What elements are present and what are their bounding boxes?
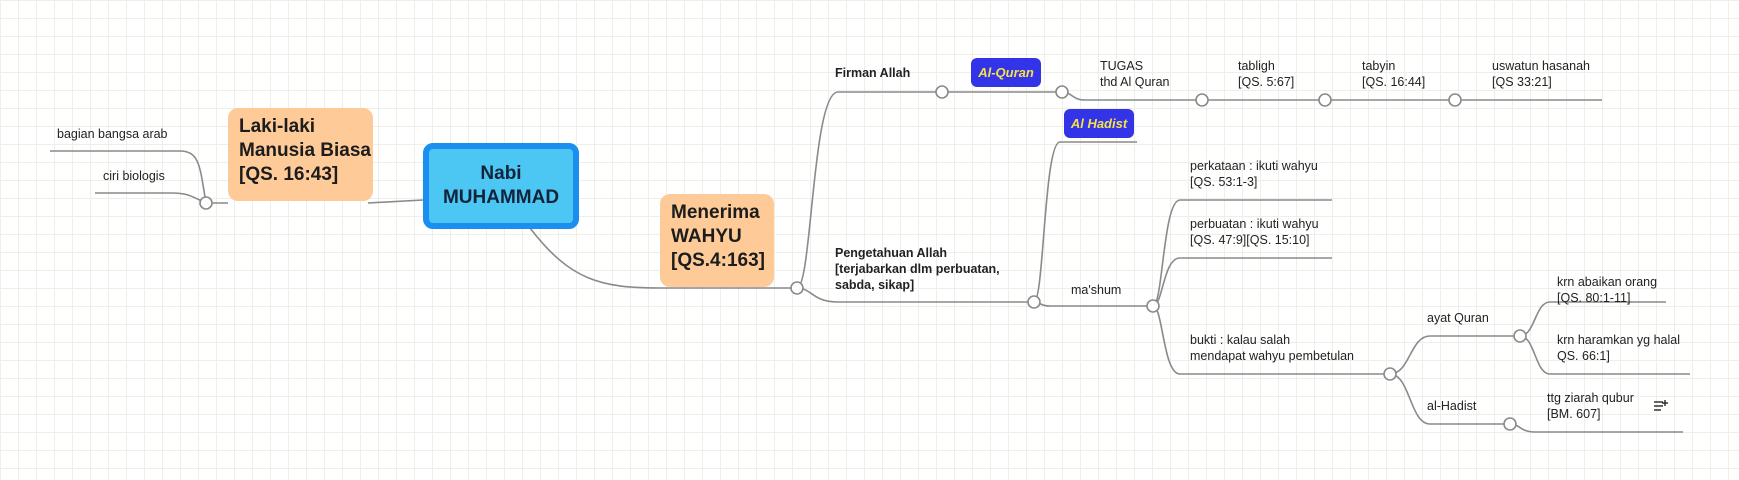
node-tabyin[interactable]: tabyin [QS. 16:44] — [1362, 59, 1426, 89]
node-firman-allah[interactable]: Firman Allah — [835, 66, 911, 80]
junction-pengetahuan — [1027, 295, 1041, 309]
junction-tugas — [1195, 93, 1209, 107]
junction-quran — [1055, 85, 1069, 99]
edge-ziarah — [1509, 423, 1683, 433]
node-tugas[interactable]: TUGAS thd Al Quran — [1100, 59, 1170, 89]
junction-firman — [935, 85, 949, 99]
junction-bukti — [1383, 367, 1397, 381]
edge-mashum — [1033, 301, 1153, 307]
edge-abaikan — [1519, 301, 1666, 337]
node-ayat-quran[interactable]: ayat Quran — [1427, 311, 1489, 325]
edge-ayat — [1389, 335, 1520, 375]
node-uswatun-hasanah[interactable]: uswatun hasanah [QS 33:21] — [1492, 59, 1590, 89]
junction-mashum — [1146, 299, 1160, 313]
node-tabligh[interactable]: tabligh [QS. 5:67] — [1238, 59, 1295, 89]
topic-menerima-wahyu[interactable]: Menerima WAHYU [QS.4:163] — [660, 194, 774, 287]
junction-left — [199, 196, 213, 210]
tag-al-hadist[interactable]: Al Hadist — [1064, 109, 1134, 138]
node-bagian-bangsa-arab[interactable]: bagian bangsa arab — [57, 127, 168, 141]
central-topic[interactable]: Nabi MUHAMMAD — [423, 143, 579, 229]
edge-laki-central — [367, 199, 424, 204]
node-perkataan[interactable]: perkataan : ikuti wahyu [QS. 53:1-3] — [1190, 159, 1318, 189]
junction-tabligh — [1318, 93, 1332, 107]
edge-bangsa — [50, 150, 207, 204]
notes-icon[interactable] — [1653, 399, 1669, 413]
junction-hadist — [1503, 417, 1517, 431]
junction-tabyin — [1448, 93, 1462, 107]
edge-tugas — [1061, 91, 1202, 101]
tag-al-quran[interactable]: Al-Quran — [971, 58, 1041, 87]
edge-hadist-tag — [1033, 141, 1137, 303]
node-pengetahuan-allah[interactable]: Pengetahuan Allah [terjabarkan dlm perbu… — [835, 246, 1000, 292]
node-krn-abaikan-orang[interactable]: krn abaikan orang [QS. 80:1-11] — [1557, 275, 1658, 305]
node-ciri-biologis[interactable]: ciri biologis — [103, 169, 165, 183]
edge-perbuatan — [1152, 257, 1332, 307]
node-mashum[interactable]: ma'shum — [1071, 283, 1122, 297]
topic-laki-laki[interactable]: Laki-laki Manusia Biasa [QS. 16:43] — [228, 108, 373, 201]
junction-ayat — [1513, 329, 1527, 343]
node-perbuatan[interactable]: perbuatan : ikuti wahyu [QS. 47:9][QS. 1… — [1190, 217, 1319, 247]
node-krn-haramkan[interactable]: krn haramkan yg halal QS. 66:1] — [1557, 333, 1680, 363]
node-al-hadist[interactable]: al-Hadist — [1427, 399, 1477, 413]
junction-wahyu — [790, 281, 804, 295]
edge-central-wahyu — [529, 227, 797, 289]
edge-firman — [796, 91, 942, 289]
node-bukti[interactable]: bukti : kalau salah mendapat wahyu pembe… — [1190, 333, 1355, 363]
edge-biologis — [95, 192, 207, 204]
node-ziarah-qubur[interactable]: ttg ziarah qubur [BM. 607] — [1547, 391, 1634, 421]
